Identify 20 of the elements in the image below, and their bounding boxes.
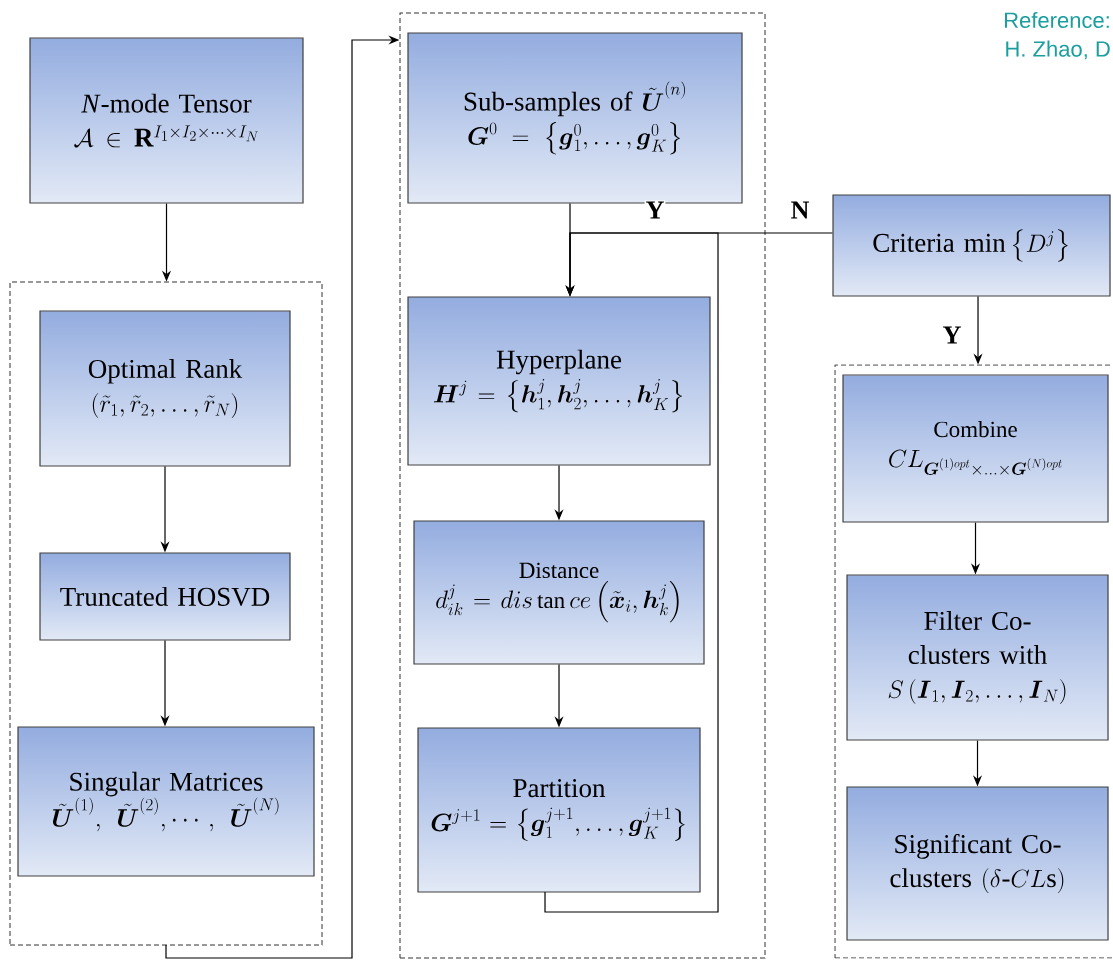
edge-label: Y	[646, 201, 664, 219]
edge-label: N	[791, 201, 810, 219]
edge-label: Y	[943, 326, 961, 344]
process-box: Combine $CL_{\boldsymbol{G}^{(1)opt}\times\ldots\times\boldsymbol{G}^{(N)opt}}$	[842, 374, 1109, 523]
process-box: Partition $\boldsymbol{G}^{j+1}=\left\{\boldsymbol{g}_1^{j+1},\ldots,\boldsymbol{g}_K^{j+1}\right\}$	[417, 727, 701, 893]
process-box: Filter Co- clusters with $S\left(\boldsymbol{I}_1,\boldsymbol{I}_2,\ldots,\boldsymbol{I}_N\right)$	[846, 574, 1109, 741]
process-box: Singular Matrices $\tilde{\boldsymbol{U}}^{(1)},\;\tilde{\boldsymbol{U}}^{(2)},\cdots,\;\tilde{\boldsymbol{U}}^{(N)}$	[17, 726, 315, 877]
process-box: Truncated HOSVD	[39, 552, 291, 641]
process-box: Significant Co- clusters $(\delta\mbox{-}CL\mbox{s})$	[846, 786, 1109, 941]
dashed-group-frame	[834, 364, 1113, 959]
arrow	[544, 232, 719, 913]
dashed-group-frame	[9, 281, 323, 946]
reference-text: Reference:	[1005, 11, 1109, 29]
reference-text: H. Zhao, D	[1006, 40, 1110, 60]
dashed-group-frame	[399, 12, 766, 959]
process-box: Distance $d_{ik}^j=dis\tan ce\left(\tilde{\boldsymbol{x}}_i,\boldsymbol{h}_k^j\right)$	[413, 520, 705, 665]
process-box: Optimal Rank $\left(\tilde{r}_1,\tilde{r}_2,\ldots,\tilde{r}_N\right)$	[39, 310, 291, 467]
process-box: Criteria $\min\left\{D^j\right\}$	[832, 194, 1111, 297]
process-box: Hyperplane $\boldsymbol{H}^j=\left\{\boldsymbol{h}_1^j,\boldsymbol{h}_2^j,\ldots,\boldsymbol{h}_K^j\right\}$	[407, 296, 711, 466]
process-box: N-mode Tensor $\mathcal{A}\in\mathbf{R}^{I_1\times I_2\times\cdots\times I_N}$	[29, 37, 304, 204]
